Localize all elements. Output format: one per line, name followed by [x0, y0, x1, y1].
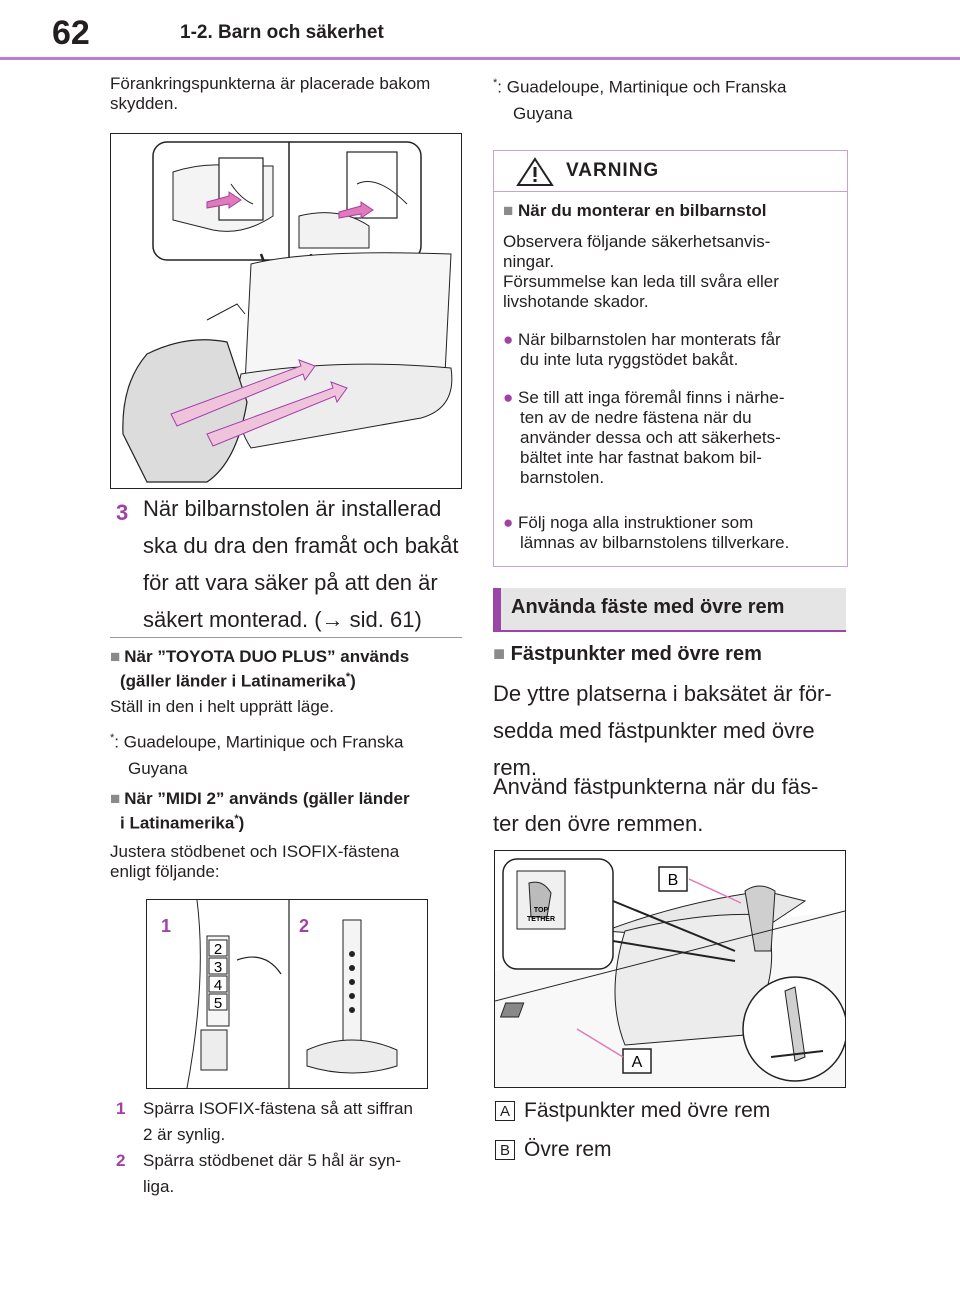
fig2-digit-4: 4 — [214, 977, 222, 994]
chapter-title: 1-2. Barn och säkerhet — [180, 22, 384, 43]
seat-anchor-illustration — [122, 141, 453, 483]
duo-plus-text: Ställ in den i helt upprätt läge. — [110, 697, 334, 716]
top-tether-tag-text-1: TOP — [534, 907, 549, 914]
midi-heading: ■När ”MIDI 2” används (gäller länder i L… — [110, 789, 410, 833]
step-2-number: 2 — [116, 1151, 126, 1170]
warning-title: VARNING — [566, 160, 660, 181]
paragraph-1: De yttre platserna i baksätet är för- se… — [493, 681, 832, 780]
fig2-digit-2: 2 — [214, 941, 222, 958]
isofix-support-illustration: 1 2 2 3 4 5 — [161, 900, 398, 1088]
warning-bullet-2: ● Se till att inga föremål finns i närhe… — [503, 388, 785, 487]
sub-heading: ■ Fästpunkter med övre rem — [493, 643, 762, 665]
step-3-text: När bilbarnstolen är installerad ska du … — [143, 496, 459, 632]
legend-key-a: A — [495, 1101, 515, 1121]
page-number: 62 — [52, 14, 90, 52]
divider — [110, 637, 462, 638]
right-footnote: *: Guadeloupe, Martinique och Franska Gu… — [493, 77, 787, 123]
section-rule — [493, 630, 846, 632]
warning-triangle-icon — [516, 157, 554, 186]
legend-text-b: Övre rem — [524, 1138, 612, 1161]
section-heading: Använda fäste med övre rem — [493, 588, 846, 630]
duo-plus-heading: ■När ”TOYOTA DUO PLUS” används (gäller l… — [110, 647, 410, 691]
step-3-number: 3 — [116, 500, 129, 525]
figure-isofix-support: 1 2 2 3 4 5 — [146, 899, 428, 1089]
legend-text-a: Fästpunkter med övre rem — [524, 1099, 771, 1122]
midi-text: Justera stödbenet och ISOFIX-fästena enl… — [110, 842, 400, 881]
header-rule — [0, 57, 960, 60]
warning-bullet-1: ● När bilbarnstolen har monterats får du… — [503, 330, 781, 369]
fig2-digit-5: 5 — [214, 995, 222, 1012]
step-1-text: Spärra ISOFIX-fästena så att siffran 2 ä… — [143, 1099, 413, 1144]
step-1-number: 1 — [116, 1099, 126, 1118]
paragraph-2: Använd fästpunkterna när du fäs- ter den… — [493, 774, 819, 836]
warning-heading: ■ När du monterar en bilbarnstol — [503, 201, 767, 220]
intro-text: Förankringspunkterna är placerade bakom … — [110, 74, 431, 113]
step-2-text: Spärra stödbenet där 5 hål är syn- liga. — [143, 1151, 401, 1196]
warning-intro: Observera följande säkerhetsanvis- ninga… — [503, 232, 779, 311]
fig3-label-b: B — [668, 872, 679, 889]
warning-header: VARNING — [494, 151, 847, 192]
warning-bullet-3: ● Följ noga alla instruktioner som lämna… — [503, 513, 790, 552]
fig2-digit-3: 3 — [214, 959, 222, 976]
fig3-label-a: A — [632, 1054, 643, 1071]
warning-box: VARNING ■ När du monterar en bilbarnstol… — [493, 150, 848, 567]
figure-seat-anchors — [110, 133, 462, 489]
top-tether-tag-text-2: TETHER — [527, 916, 555, 923]
duo-plus-footnote: *: Guadeloupe, Martinique och Franska Gu… — [110, 732, 404, 778]
top-tether-illustration: TOP TETHER B A — [495, 858, 845, 1087]
fig2-label-1: 1 — [161, 916, 171, 936]
figure-top-tether: TOP TETHER B A — [494, 850, 846, 1088]
legend-key-b: B — [495, 1140, 515, 1160]
fig2-label-2: 2 — [299, 916, 309, 936]
